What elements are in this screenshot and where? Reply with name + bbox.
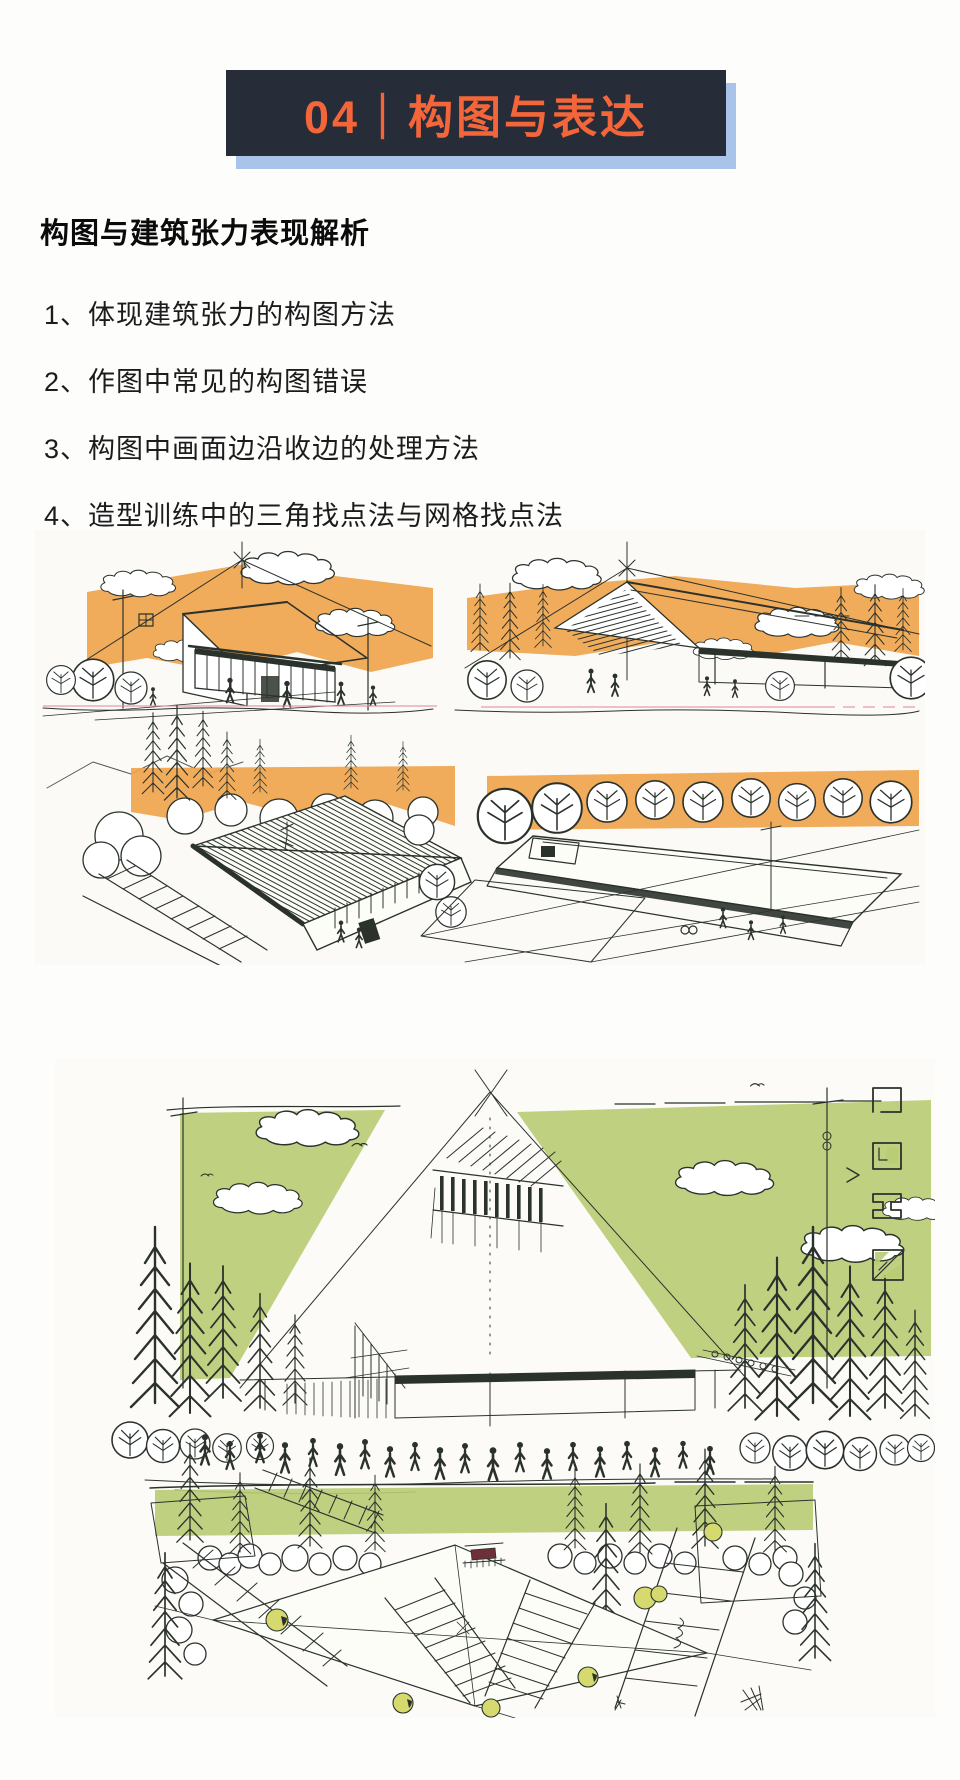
topic-item-2: 2、作图中常见的构图错误 <box>44 367 369 397</box>
topic-item-4: 4、造型训练中的三角找点法与网格找点法 <box>44 501 565 531</box>
orange-sketch-figure <box>35 530 925 965</box>
sketch-plaza-aerial <box>147 1442 832 1718</box>
chapter-badge: 04｜构图与表达 <box>226 70 726 156</box>
green-sketch-illustration <box>111 1069 935 1718</box>
topic-item-3: 3、构图中画面边沿收边的处理方法 <box>44 434 481 464</box>
chapter-badge-label: 04｜构图与表达 <box>303 91 649 143</box>
topic-list: 1、体现建筑张力的构图方法 2、作图中常见的构图错误 3、构图中画面边沿收边的处… <box>44 293 564 561</box>
section-title: 构图与建筑张力表现解析 <box>40 218 371 250</box>
green-sketch-figure <box>55 1058 935 1718</box>
pavilion-and-crowd <box>144 1369 776 1495</box>
orange-sketch-illustration <box>42 541 925 965</box>
accent-trees <box>265 1522 723 1718</box>
sketch-eye-level-house <box>42 541 434 721</box>
trellis-detail <box>430 1127 564 1253</box>
sketch-aerial-pavilion <box>420 770 920 963</box>
bench-detail <box>462 1542 506 1569</box>
sketch-eye-level-hall <box>454 541 925 716</box>
sketch-aerial-house <box>46 704 472 965</box>
topic-item-1: 1、体现建筑张力的构图方法 <box>44 300 397 330</box>
horizon-guide-line <box>43 705 915 708</box>
composition-thumbnails <box>846 1087 904 1281</box>
sketch-plaza-perspective <box>111 1069 935 1495</box>
